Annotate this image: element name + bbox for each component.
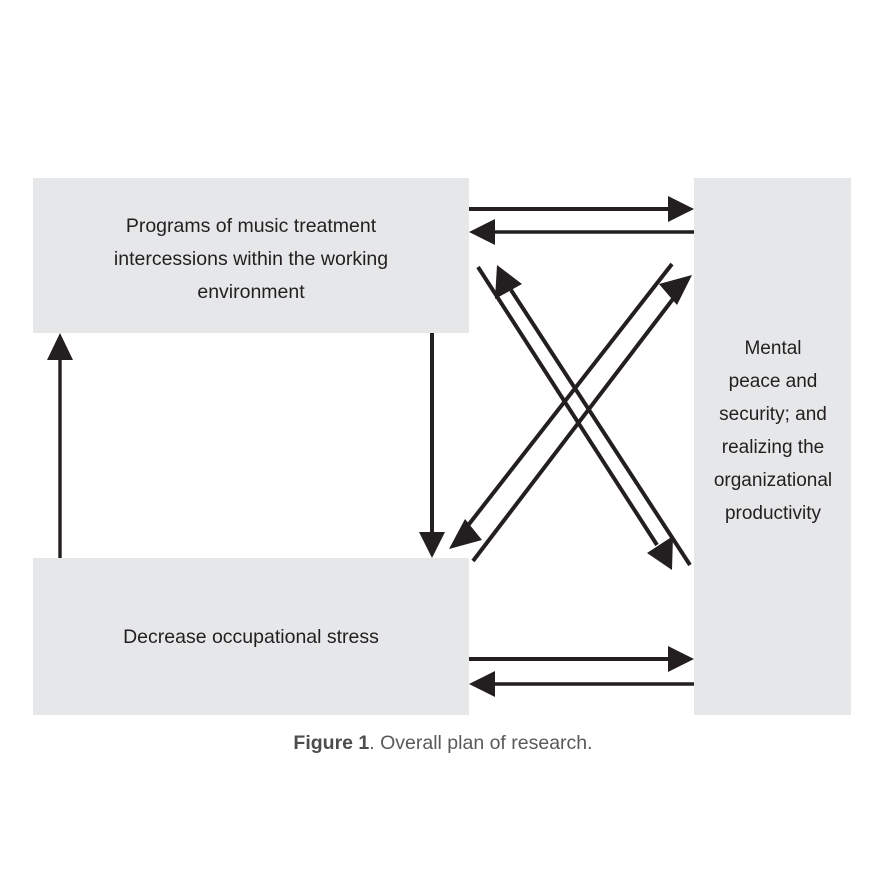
arrow-head-up-right bbox=[659, 275, 692, 305]
arrow-head-left bbox=[469, 219, 495, 245]
svg-text:Mental: Mental bbox=[744, 338, 801, 359]
svg-text:realizing the: realizing the bbox=[722, 437, 824, 458]
connector-right-to-top bbox=[469, 219, 694, 245]
arrow-head-up-left bbox=[495, 265, 522, 299]
connector-bottom-to-right bbox=[469, 646, 694, 672]
arrow-head-right bbox=[668, 646, 694, 672]
arrow-head-down-right bbox=[647, 536, 673, 570]
connector-right-to-topleft-diagonal bbox=[495, 265, 692, 567]
svg-text:intercessions within the worki: intercessions within the working bbox=[114, 248, 388, 270]
svg-text:security; and: security; and bbox=[719, 404, 827, 425]
connector-top-to-right bbox=[469, 196, 694, 222]
node-occupational-stress-box bbox=[33, 558, 469, 715]
connector-top-to-bottom bbox=[419, 333, 445, 558]
arrow-head-right bbox=[668, 196, 694, 222]
node-music-program-box bbox=[33, 178, 469, 333]
figure-caption-label: Figure 1 bbox=[293, 732, 370, 754]
node-mental-peace-label: Mental peace and security; and realizing… bbox=[714, 338, 832, 524]
svg-text:environment: environment bbox=[197, 281, 305, 303]
connector-top-to-bottomright-diagonal bbox=[476, 265, 673, 570]
node-occupational-stress-label: Decrease occupational stress bbox=[123, 626, 379, 648]
svg-text:peace and: peace and bbox=[729, 371, 818, 392]
figure-caption: Figure 1. Overall plan of research. bbox=[0, 732, 886, 755]
figure-caption-text: . Overall plan of research. bbox=[369, 732, 593, 754]
arrow-head-up bbox=[47, 333, 73, 360]
connector-bottom-to-top bbox=[47, 333, 73, 558]
node-mental-peace-box bbox=[694, 178, 851, 715]
arrow-head-down-left bbox=[449, 519, 482, 549]
svg-text:productivity: productivity bbox=[725, 503, 822, 524]
svg-text:Decrease occupational stress: Decrease occupational stress bbox=[123, 626, 379, 648]
svg-text:organizational: organizational bbox=[714, 470, 832, 491]
connector-right-to-bottomleft-diagonal bbox=[449, 262, 674, 549]
svg-text:Programs of music treatment: Programs of music treatment bbox=[126, 215, 377, 237]
connector-right-to-bottom bbox=[469, 671, 694, 697]
arrow-head-left bbox=[469, 671, 495, 697]
arrow-head-down bbox=[419, 532, 445, 558]
node-music-program-label: Programs of music treatment intercession… bbox=[114, 215, 388, 303]
connector-bottom-to-right-diagonal bbox=[471, 275, 692, 563]
